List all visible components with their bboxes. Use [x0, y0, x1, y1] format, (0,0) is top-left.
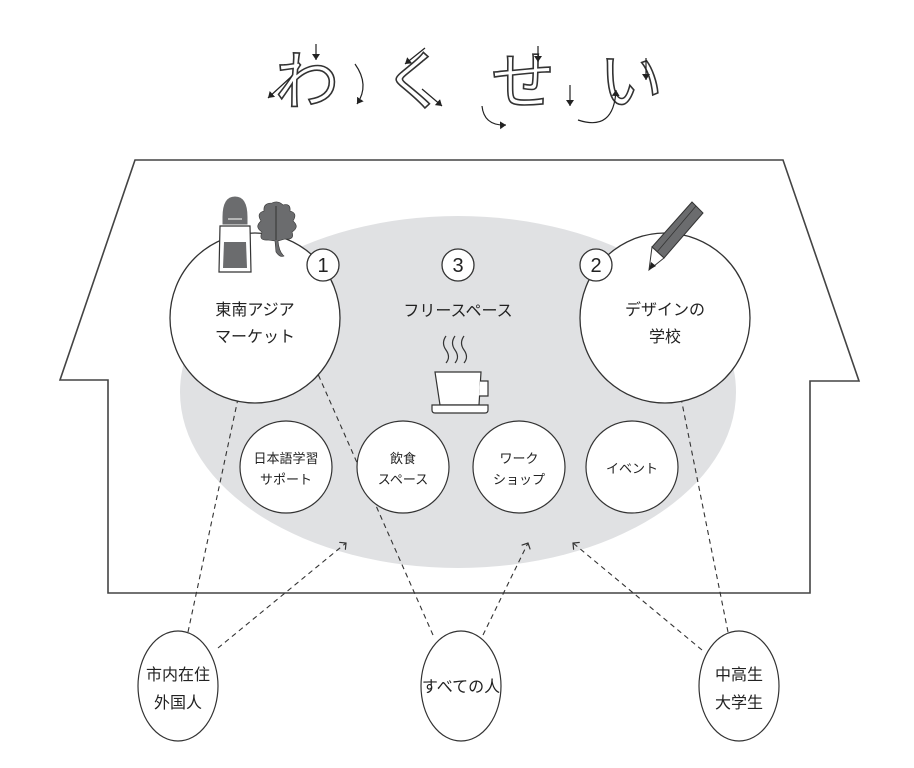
zone-number-badge	[441, 248, 475, 282]
audience-label-line1: すべての人	[422, 677, 500, 696]
audience-foreign-residents[interactable]: 市内在住 外国人	[137, 630, 219, 742]
activity-workshop[interactable]: ワーク ショップ	[472, 420, 566, 514]
activity-dining-space[interactable]: 飲食 スペース	[356, 420, 450, 514]
zone-number-badge	[306, 248, 340, 282]
activity-circle	[239, 420, 333, 514]
zone-southeast-asia-market[interactable]: 東南アジア マーケット 1	[169, 195, 341, 404]
arrow-down-left-icon	[267, 75, 293, 99]
zone-label-line2: 学校	[649, 327, 681, 346]
audience-label-line1: 中高生	[715, 665, 763, 684]
arrow-curve-icon	[354, 63, 364, 105]
connector-students-to-events	[573, 543, 703, 651]
activity-label-line1: 日本語学習	[253, 451, 318, 467]
activity-label-line1: ワーク	[499, 452, 538, 467]
audience-oval	[137, 630, 219, 742]
arrow-down-left-icon	[404, 47, 426, 65]
audience-students[interactable]: 中高生 大学生	[698, 630, 780, 742]
zone-free-space[interactable]: 3 フリースペース	[403, 248, 513, 414]
activity-events[interactable]: イベント	[585, 420, 679, 514]
zone-number: 1	[317, 255, 328, 277]
zone-number: 2	[590, 255, 601, 277]
stroke-order-arrows	[267, 44, 650, 130]
activity-circle	[472, 420, 566, 514]
audience-oval	[420, 630, 502, 742]
activity-japanese-support[interactable]: 日本語学習 サポート	[239, 420, 333, 514]
zone-circle	[169, 232, 341, 404]
leaf-icon	[257, 201, 297, 257]
arrow-curve-icon	[481, 105, 507, 130]
zone-number-badge	[579, 248, 613, 282]
activity-label-line2: スペース	[378, 473, 428, 488]
activity-label-line1: イベント	[606, 462, 658, 477]
salt-shaker-icon	[218, 195, 252, 273]
activity-circle	[585, 420, 679, 514]
activity-circle	[356, 420, 450, 514]
connector-everyone-to-workshop	[482, 543, 528, 636]
audience-oval	[698, 630, 780, 742]
steam-icon	[442, 335, 450, 364]
connector-students-to-design-school	[677, 378, 729, 633]
zone-number: 3	[452, 255, 463, 277]
zone-label-line1: デザインの	[625, 300, 705, 319]
arrow-curve-up-icon	[577, 89, 620, 124]
activity-label-line2: サポート	[260, 473, 312, 488]
logo: わくせい	[267, 44, 707, 130]
connector-foreign-residents-to-market	[187, 380, 242, 633]
zone-label-line1: フリースペース	[403, 301, 512, 320]
connector-foreign-residents-to-japanese-support	[217, 543, 346, 649]
zone-label-line1: 東南アジア	[215, 300, 294, 319]
audience-everyone[interactable]: すべての人	[420, 630, 502, 742]
zone-design-school[interactable]: デザインの 学校 2	[579, 201, 751, 404]
connectors	[187, 356, 729, 651]
audience-label-line2: 外国人	[154, 693, 202, 712]
activity-label-line1: 飲食	[390, 451, 416, 467]
zone-label-line2: マーケット	[215, 327, 295, 346]
connector-everyone-to-market	[310, 356, 434, 636]
audience-label-line2: 大学生	[715, 693, 763, 712]
arrow-down-right-icon	[421, 88, 443, 107]
pencil-icon	[648, 201, 704, 272]
activity-label-line2: ショップ	[493, 473, 545, 488]
logo-text: わくせい	[275, 46, 707, 120]
audience-label-line1: 市内在住	[146, 665, 210, 684]
coffee-cup-icon	[431, 335, 489, 414]
